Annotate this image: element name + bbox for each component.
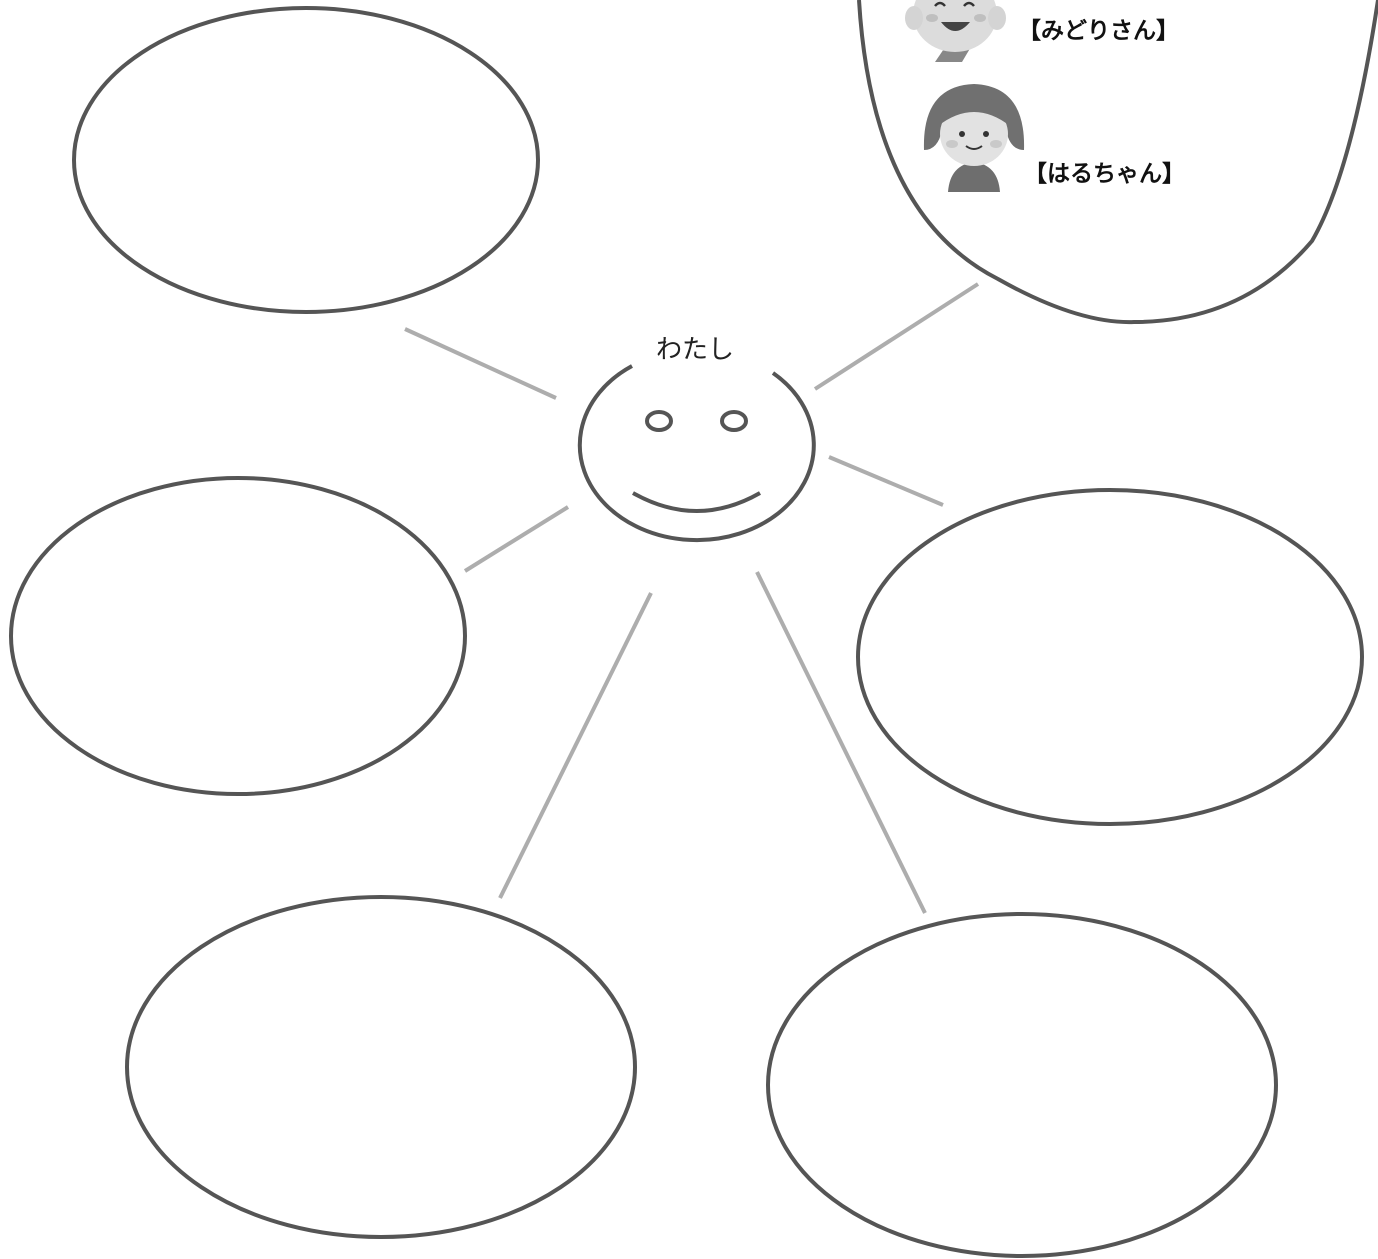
- face-outline: [577, 364, 816, 543]
- person-name-midori: 【みどりさん】: [1018, 18, 1179, 44]
- node-middle-left: [9, 476, 467, 796]
- node-bottom-right: [766, 912, 1278, 1258]
- smile: [632, 491, 761, 513]
- node-top-left: [72, 6, 540, 314]
- connector-bottom-right: [755, 571, 927, 914]
- connector-middle-left: [463, 505, 570, 573]
- boy-face-icon: [905, 0, 1006, 62]
- connector-bottom-left: [498, 592, 653, 899]
- node-top-right: [857, 0, 1378, 325]
- node-bottom-left: [125, 895, 637, 1239]
- left-eye: [645, 410, 673, 432]
- center-label: わたし: [656, 335, 734, 365]
- person-name-haru: 【はるちゃん】: [1024, 161, 1185, 187]
- connector-top-left: [404, 327, 557, 400]
- girl-face-icon: [923, 84, 1025, 192]
- connector-middle-right: [828, 455, 944, 507]
- node-middle-right: [856, 488, 1364, 826]
- connector-top-right: [813, 282, 980, 391]
- right-eye: [720, 410, 748, 432]
- center-face-icon: [577, 364, 816, 543]
